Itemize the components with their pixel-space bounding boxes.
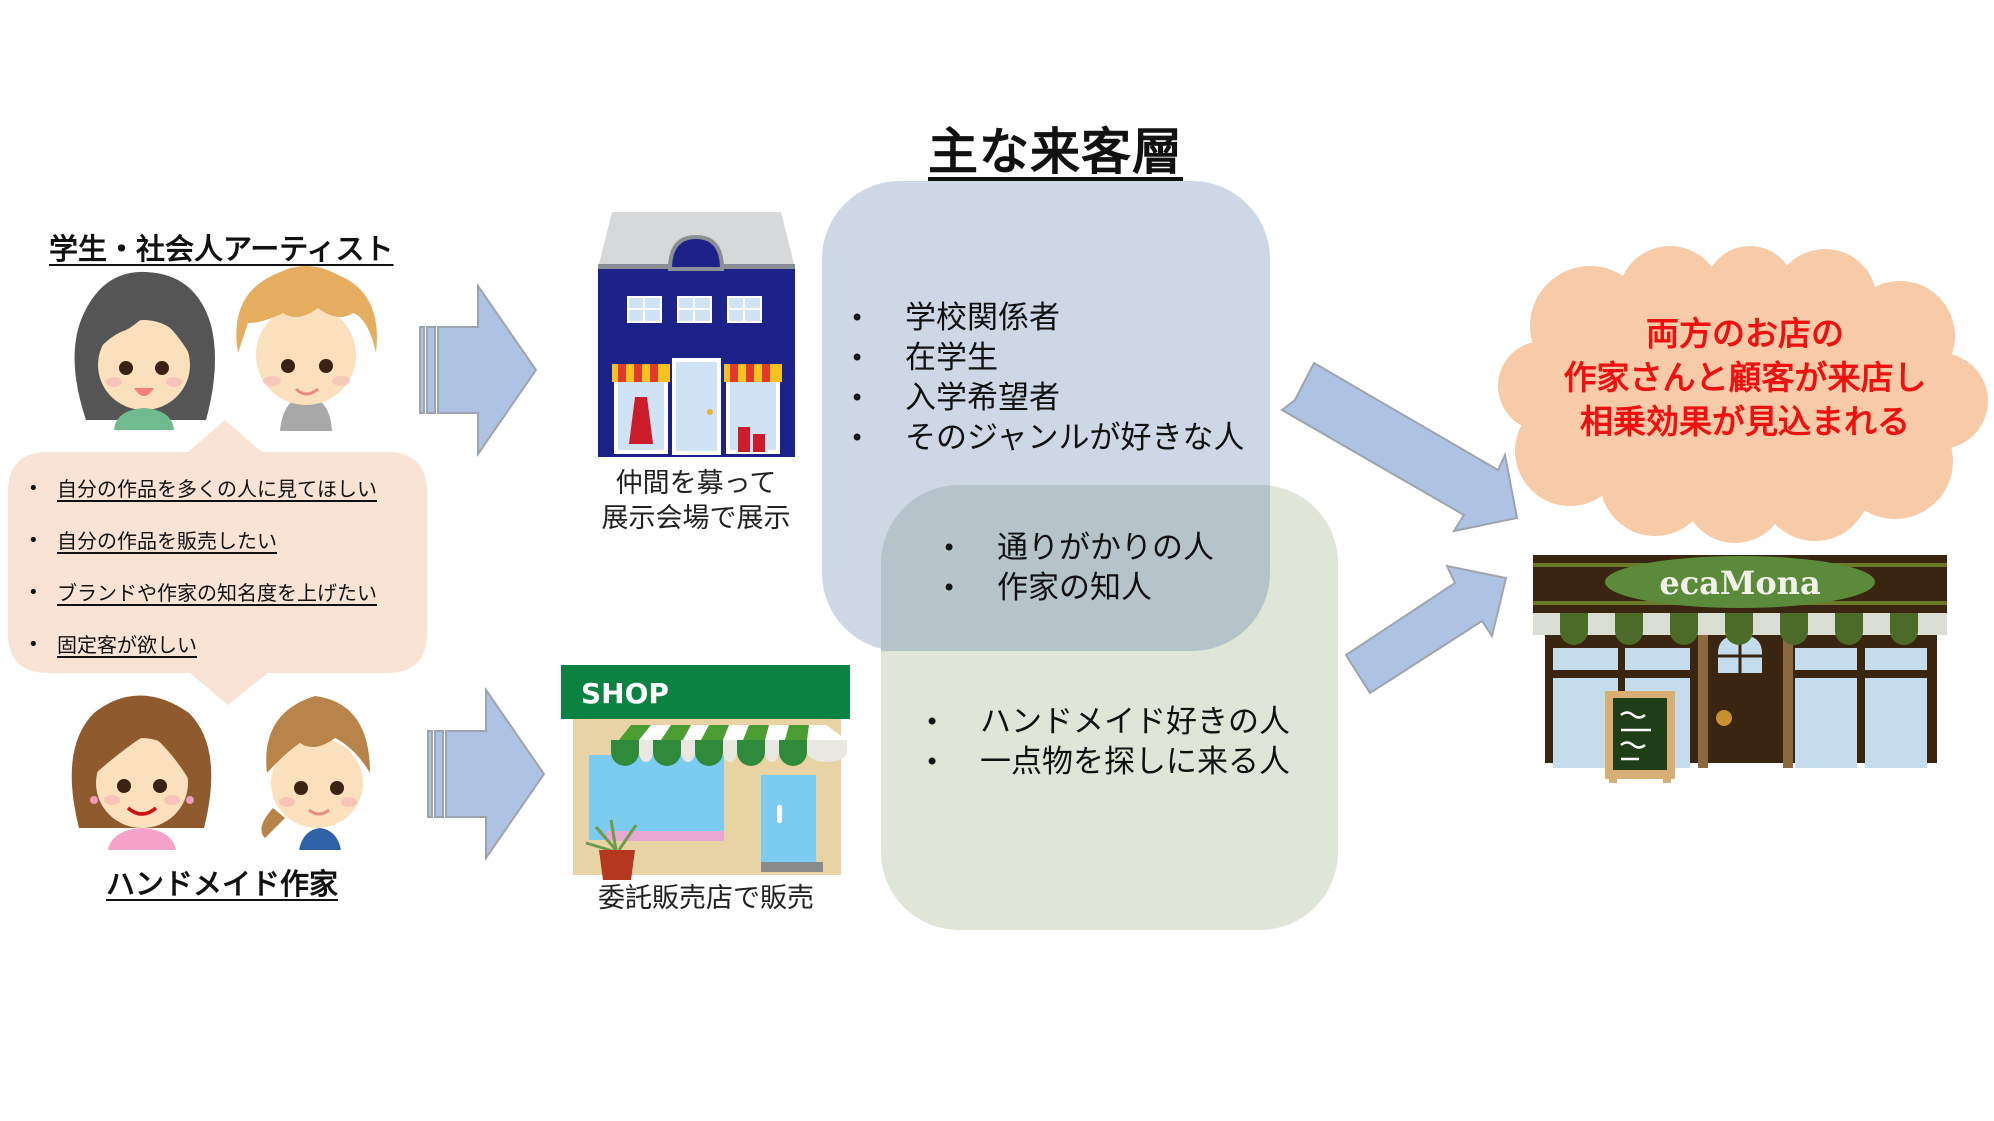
- synergy-message: 両方のお店の 作家さんと顧客が来店し 相乗効果が見込まれる: [1510, 312, 1980, 444]
- woman-ponytail-avatar: [261, 696, 370, 850]
- exhibition-customers-list: 学校関係者 在学生 入学希望者 そのジャンルが好きな人: [850, 298, 1244, 458]
- needs-item: 自分の作品を多くの人に見てほしい: [28, 463, 377, 515]
- needs-item: ブランドや作家の知名度を上げたい: [28, 567, 377, 619]
- arrow-to-shop-icon: [427, 686, 546, 862]
- woman-brown-hair-avatar: [71, 695, 212, 850]
- woman-dark-hair-avatar: [74, 271, 215, 430]
- customer-item: 通りがかりの人: [942, 528, 1214, 568]
- exhibition-caption: 仲間を募って 展示会場で展示: [578, 466, 814, 536]
- customer-item: 一点物を探しに来る人: [925, 742, 1290, 782]
- exhibition-building-icon: [598, 212, 795, 457]
- page-title: 主な来客層: [928, 123, 1183, 181]
- artist-group-label: 学生・社会人アーティスト: [49, 232, 394, 266]
- customer-item: そのジャンルが好きな人: [850, 418, 1244, 458]
- synergy-line: 作家さんと顧客が来店し: [1563, 358, 1927, 397]
- customer-item: 入学希望者: [850, 378, 1244, 418]
- customer-item: ハンドメイド好きの人: [925, 702, 1290, 742]
- handmade-group-label: ハンドメイド作家: [106, 867, 339, 901]
- needs-item: 固定客が欲しい: [28, 619, 377, 671]
- needs-item: 自分の作品を販売したい: [28, 515, 377, 567]
- store-name-text: ecaMona: [1659, 564, 1820, 602]
- synergy-line: 両方のお店の: [1646, 314, 1844, 353]
- exhibition-caption-line: 展示会場で展示: [601, 503, 791, 534]
- arrow-to-exhibition-icon: [419, 282, 538, 458]
- synergy-line: 相乗効果が見込まれる: [1580, 402, 1910, 441]
- shop-sign-text: SHOP: [581, 677, 669, 710]
- shop-icon: SHOP: [561, 665, 851, 880]
- ecamona-store-icon: ecaMona: [1533, 555, 1947, 783]
- exhibition-caption-line: 仲間を募って: [615, 468, 777, 499]
- man-blond-hair-avatar: [236, 265, 377, 431]
- synergy-cloud: [1498, 246, 1988, 543]
- shared-customers-list: 通りがかりの人 作家の知人: [942, 528, 1214, 608]
- customer-item: 在学生: [850, 338, 1244, 378]
- customer-item: 作家の知人: [942, 568, 1214, 608]
- needs-list: 自分の作品を多くの人に見てほしい 自分の作品を販売したい ブランドや作家の知名度…: [28, 463, 377, 671]
- shop-customers-list: ハンドメイド好きの人 一点物を探しに来る人: [925, 702, 1290, 782]
- customer-item: 学校関係者: [850, 298, 1244, 338]
- shop-caption: 委託販売店で販売: [598, 883, 814, 914]
